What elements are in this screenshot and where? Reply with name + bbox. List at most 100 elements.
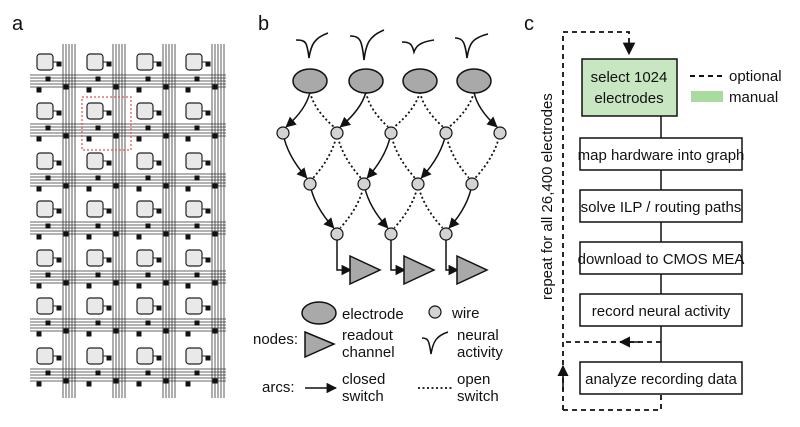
switch-dot [156,110,162,116]
switch-dot [106,61,112,67]
switch-dot [36,234,42,240]
switch-dot [156,208,162,214]
wire-node [303,177,317,191]
switch-dot [106,208,112,214]
step-select-line2: electrodes [594,90,663,107]
switch-dot [56,110,62,116]
panel-b: b electrode wire nodes: readout channel … [253,13,507,405]
electrode-pad [86,200,104,218]
switch-dot [63,133,69,139]
legend-electrode-label: electrode [342,306,404,323]
open-switch-arc [336,132,362,179]
switch-dot [156,305,162,311]
switch-dot [136,283,142,289]
switch-dot [36,283,42,289]
switch-dot [36,381,42,387]
switch-dot [86,283,92,289]
switch-dot [212,280,218,286]
switch-dot [145,223,151,229]
switch-dot [163,328,169,334]
switch-dot [163,183,169,189]
legend-arcs-label: arcs: [262,379,295,396]
switch-dot [136,381,142,387]
open-switch-arc [312,132,338,179]
switch-dot [205,208,211,214]
wire-node [384,126,398,140]
switch-dot [63,378,69,384]
switch-dot [205,61,211,67]
closed-switch-arc [445,240,460,276]
switch-dot [194,125,200,131]
step-download-box [579,241,743,275]
switch-dot [95,223,101,229]
switch-dot [45,223,51,229]
switch-dot [56,208,62,214]
switch-dot [185,381,191,387]
switch-dot [194,76,200,82]
switch-dot [36,136,42,142]
electrode-array-grid [30,44,226,398]
switch-dot [145,272,151,278]
switch-dot [156,257,162,263]
switch-dot [63,84,69,90]
repeat-side-label: repeat for all 26,400 electrodes [539,93,556,300]
wire-node [384,227,398,241]
closed-switch-arc [448,183,473,229]
electrode-pad [185,53,203,71]
electrode-pad [86,102,104,120]
switch-dot [113,231,119,237]
wire-node [493,126,507,140]
neural-activity-trace [401,39,435,55]
switch-dot [185,136,191,142]
switch-dot [185,186,191,192]
switch-dot [95,76,101,82]
switch-dot [36,186,42,192]
electrode-pad [36,200,54,218]
switch-dot [63,280,69,286]
step-map-label: map hardware into graph [578,147,745,164]
step-solve-box [579,189,743,223]
legend-open-line1: open [457,371,490,388]
switch-dot [106,160,112,166]
switch-dot [136,136,142,142]
legend-readout-symbol [304,330,336,359]
wire-node [330,227,344,241]
switch-dot [156,355,162,361]
switch-dot [45,125,51,131]
switch-dot [113,378,119,384]
open-switch-arc [474,132,501,179]
neural-activity-trace [349,29,385,61]
switch-dot [212,328,218,334]
switch-dot [113,183,119,189]
open-switch-arc [365,91,389,128]
legend-readout-line1: readout [342,327,394,344]
wire-node [276,126,290,140]
panel-b-letter: b [258,13,269,35]
outer-repeat-loop [562,31,636,410]
electrode-pad [185,249,203,267]
legend-closed-line2: switch [342,388,384,405]
switch-dot [86,87,92,93]
step-record-box [579,293,743,327]
legend-closed-line1: closed [342,371,385,388]
wire-node [411,177,425,191]
switch-dot [136,234,142,240]
step-analyze-label: analyze recording data [585,371,737,388]
switch-dot [45,320,51,326]
electrode-node [456,68,492,94]
switch-dot [205,355,211,361]
legend-neural-activity-symbol [421,331,449,355]
legend-readout-line2: channel [342,344,395,361]
panel-a: a [12,13,226,398]
switch-dot [163,280,169,286]
switch-dot [212,183,218,189]
electrode-pad [136,102,154,120]
switch-dot [63,231,69,237]
electrode-pad [185,200,203,218]
switch-dot [212,133,218,139]
switch-dot [45,272,51,278]
switch-dot [86,331,92,337]
switch-dot [45,370,51,376]
step-solve-label: solve ILP / routing paths [581,199,742,216]
switch-dot [86,186,92,192]
